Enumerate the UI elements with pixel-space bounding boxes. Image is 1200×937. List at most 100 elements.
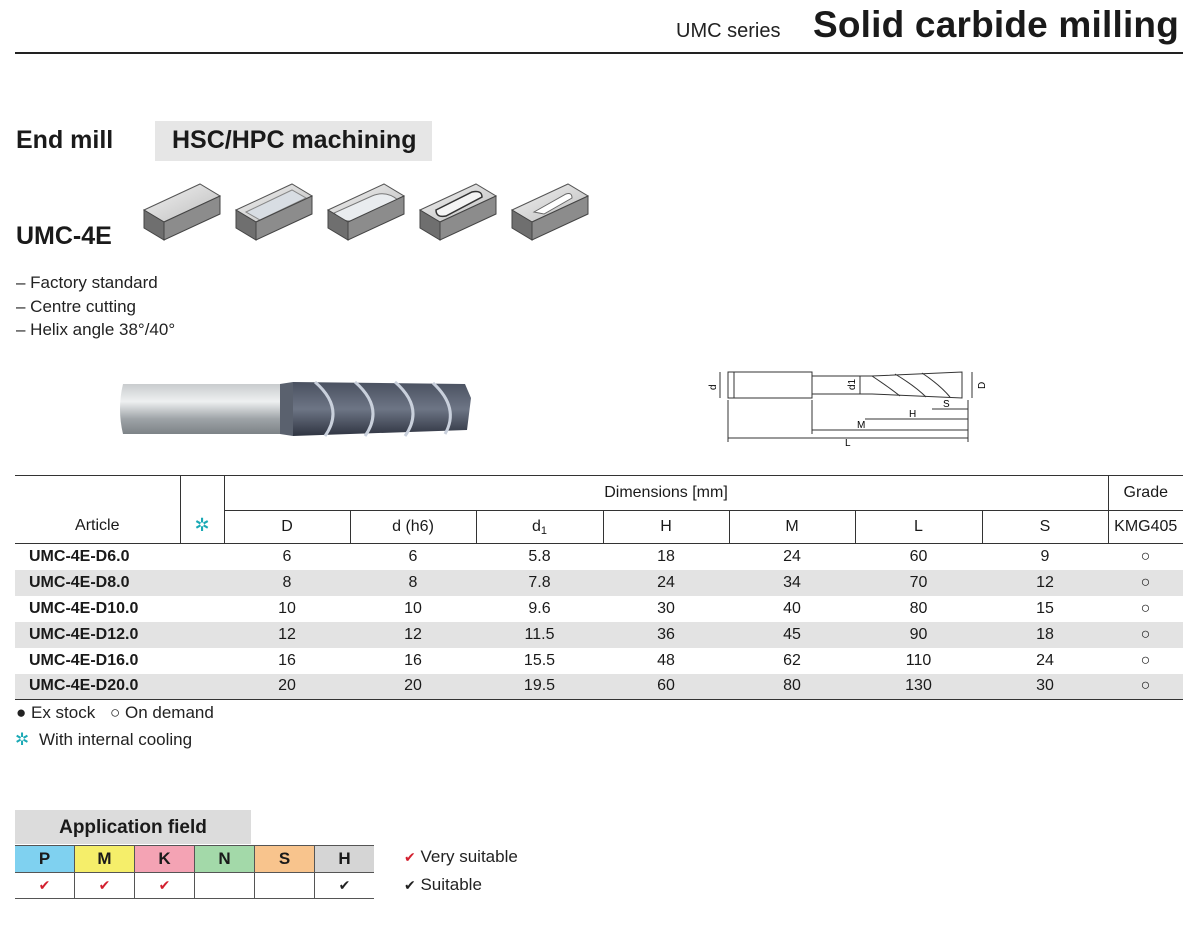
cell-d1: 5.8 bbox=[528, 547, 551, 565]
suitability-cell-P: ✔ bbox=[15, 872, 75, 899]
cooling-cell bbox=[180, 544, 224, 570]
dimensions-header: Dimensions [mm] bbox=[223, 475, 1108, 511]
article-cell: UMC-4E-D8.0 bbox=[29, 573, 130, 591]
cooling-column-icon: ✲ bbox=[179, 475, 224, 544]
legend-very-suitable-row: ✔ Very suitable bbox=[404, 847, 518, 867]
label-S: S bbox=[943, 399, 950, 410]
cooling-cell bbox=[180, 570, 224, 596]
suitability-cell-H: ✔ bbox=[314, 872, 374, 899]
cell-D: 8 bbox=[282, 573, 292, 591]
cell-S: 15 bbox=[1036, 599, 1054, 617]
legend-internal-cooling: With internal cooling bbox=[39, 730, 193, 749]
black-check-icon: ✔ bbox=[404, 877, 416, 893]
cell-L: 90 bbox=[909, 625, 928, 643]
label-d: d bbox=[708, 384, 719, 390]
material-group-N: N bbox=[194, 845, 255, 873]
machining-label: HSC/HPC machining bbox=[172, 126, 417, 154]
cell-S: 9 bbox=[1040, 547, 1050, 565]
cell-H: 24 bbox=[657, 573, 675, 591]
article-header: Article bbox=[15, 475, 180, 544]
col-M: M bbox=[728, 510, 855, 544]
cooling-cell bbox=[180, 673, 224, 700]
suitability-cell-N bbox=[194, 872, 255, 899]
label-D: D bbox=[977, 382, 988, 389]
feature-helix-angle: – Helix angle 38°/40° bbox=[16, 320, 176, 339]
ramping-icon bbox=[510, 183, 590, 241]
cell-H: 30 bbox=[657, 599, 675, 617]
cell-L: 80 bbox=[909, 599, 928, 617]
article-cell: UMC-4E-D16.0 bbox=[29, 651, 139, 669]
feature-factory-standard: – Factory standard bbox=[16, 273, 158, 292]
suitability-cell-M: ✔ bbox=[74, 872, 135, 899]
cell-M: 45 bbox=[783, 625, 801, 643]
grade-name: KMG405 bbox=[1107, 510, 1183, 544]
suitability-cell-S bbox=[254, 872, 315, 899]
legend-suitable: Suitable bbox=[420, 875, 482, 894]
legend-suitable-row: ✔ Suitable bbox=[404, 875, 482, 895]
col-L: L bbox=[854, 510, 982, 544]
series-label: UMC series bbox=[676, 20, 781, 42]
header-rule bbox=[15, 52, 1183, 54]
suitability-cell-K: ✔ bbox=[134, 872, 195, 899]
cell-d: 8 bbox=[408, 573, 418, 591]
cell-M: 24 bbox=[783, 547, 801, 565]
shoulder-milling-icon bbox=[234, 183, 314, 241]
cell-d: 10 bbox=[404, 599, 422, 617]
article-cell: UMC-4E-D10.0 bbox=[29, 599, 139, 617]
model-name: UMC-4E bbox=[16, 222, 112, 250]
label-d1: d1 bbox=[847, 378, 858, 390]
cell-S: 30 bbox=[982, 673, 1108, 700]
cell-M: 80 bbox=[729, 673, 855, 700]
article-cell: UMC-4E-D12.0 bbox=[29, 625, 139, 643]
material-group-P: P bbox=[15, 845, 75, 873]
legend-very-suitable: Very suitable bbox=[420, 847, 518, 866]
face-milling-icon bbox=[142, 183, 222, 241]
col-S: S bbox=[981, 510, 1108, 544]
cell-M: 40 bbox=[783, 599, 801, 617]
grade-availability-cell: ○ bbox=[1140, 651, 1151, 669]
cell-S: 18 bbox=[1036, 625, 1054, 643]
cell-D: 12 bbox=[278, 625, 296, 643]
article-cell: UMC-4E-D20.0 bbox=[15, 673, 180, 700]
cell-d: 20 bbox=[350, 673, 476, 700]
feature-centre-cutting: – Centre cutting bbox=[16, 297, 137, 316]
application-field-title: Application field bbox=[59, 817, 207, 838]
cell-S: 12 bbox=[1036, 573, 1054, 591]
grade-header: Grade bbox=[1107, 475, 1183, 511]
grade-availability-cell: ○ bbox=[1140, 599, 1151, 617]
cooling-cell bbox=[180, 596, 224, 622]
material-group-K: K bbox=[134, 845, 195, 873]
cell-d1: 11.5 bbox=[524, 625, 555, 643]
grade-availability-cell: ○ bbox=[1140, 573, 1151, 591]
grade-availability-cell: ○ bbox=[1140, 625, 1151, 643]
label-L: L bbox=[845, 438, 851, 449]
cell-L: 130 bbox=[855, 673, 982, 700]
col-D: D bbox=[223, 510, 350, 544]
cooling-icon: ✲ bbox=[15, 730, 30, 749]
application-field-header bbox=[15, 810, 251, 844]
col-d1-label: d bbox=[531, 517, 541, 535]
cell-d1: 15.5 bbox=[523, 651, 556, 669]
legend-on-demand: ○ On demand bbox=[110, 703, 214, 722]
col-H: H bbox=[602, 510, 729, 544]
cell-D: 6 bbox=[282, 547, 292, 565]
col-d-h6: d (h6) bbox=[349, 510, 476, 544]
end-mill-photo bbox=[120, 380, 471, 437]
material-group-H: H bbox=[314, 845, 374, 873]
material-group-S: S bbox=[254, 845, 315, 873]
cell-d: 12 bbox=[404, 625, 422, 643]
label-M: M bbox=[857, 420, 865, 431]
cooling-cell bbox=[180, 622, 224, 648]
red-check-icon: ✔ bbox=[404, 849, 416, 865]
article-cell: UMC-4E-D6.0 bbox=[29, 547, 130, 565]
cell-D: 16 bbox=[278, 651, 296, 669]
pocket-milling-icon bbox=[418, 183, 498, 241]
label-H: H bbox=[909, 409, 916, 420]
grade-availability-cell: ○ bbox=[1140, 547, 1151, 565]
material-group-M: M bbox=[74, 845, 135, 873]
dimension-drawing: d d1 D H S M L bbox=[708, 371, 988, 449]
legend-ex-stock: ● Ex stock bbox=[16, 703, 96, 722]
